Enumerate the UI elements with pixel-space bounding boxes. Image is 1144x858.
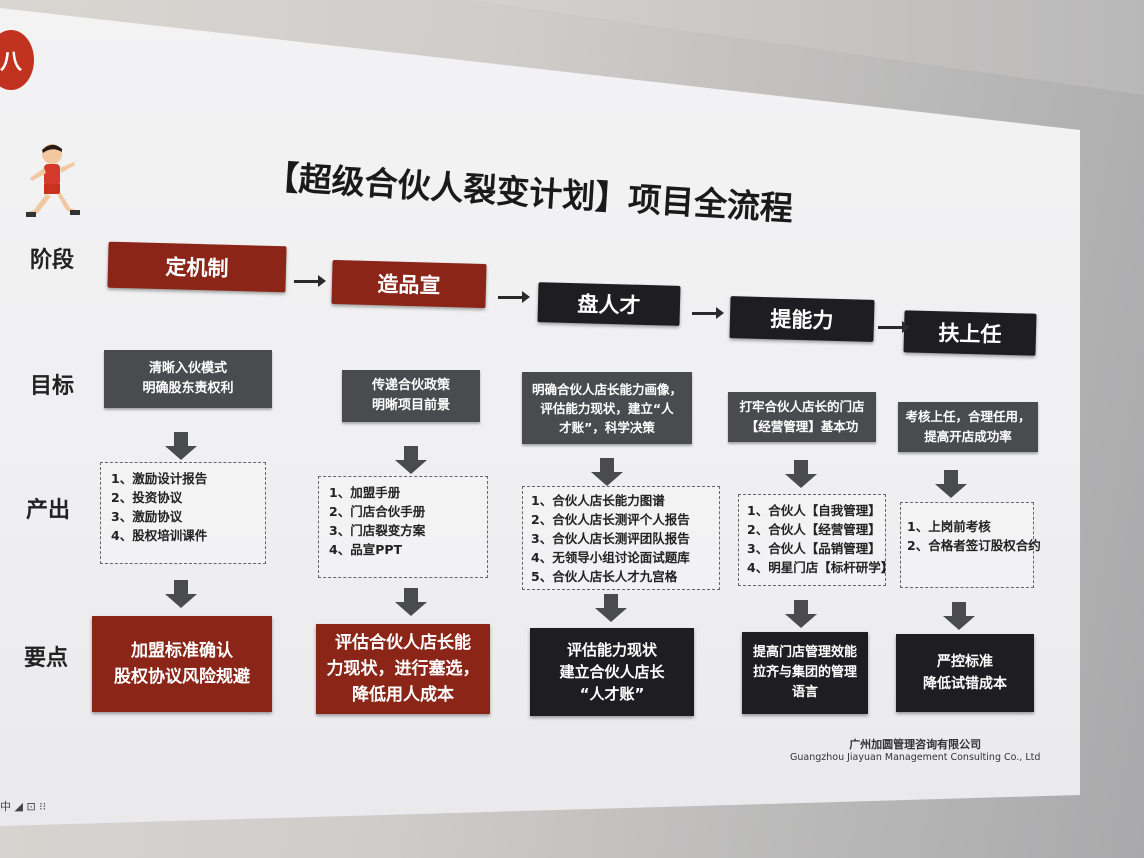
taskbar-icons[interactable]: 中 ◢ ⊡ ⁝⁝ — [0, 800, 47, 813]
row-label-keypoint: 要点 — [24, 646, 69, 671]
goal-1: 清晰入伙模式明确股东责权利 — [104, 350, 272, 408]
goal-3: 明确合伙人店长能力画像，评估能力现状，建立“人才账”，科学决策 — [522, 372, 692, 444]
row-label-stage: 阶段 — [30, 248, 75, 273]
arrow-right-icon — [878, 321, 910, 333]
arrow-down-icon — [395, 446, 427, 474]
stage-3: 盘人才 — [537, 282, 681, 326]
arrow-down-icon — [591, 458, 623, 486]
keypoint-1: 加盟标准确认股权协议风险规避 — [92, 616, 272, 712]
arrow-right-icon — [498, 291, 530, 303]
company-name-en: Guangzhou Jiayuan Management Consulting … — [790, 752, 1041, 763]
arrow-right-icon — [294, 275, 326, 287]
arrow-right-icon — [692, 307, 724, 319]
stage-4: 提能力 — [729, 296, 875, 342]
goal-5: 考核上任，合理任用，提高开店成功率 — [898, 402, 1038, 452]
row-label-goal: 目标 — [30, 374, 75, 399]
arrow-down-icon — [943, 602, 975, 630]
arrow-down-icon — [595, 594, 627, 622]
arrow-down-icon — [165, 580, 197, 608]
keypoint-3: 评估能力现状建立合伙人店长“人才账” — [530, 628, 694, 716]
stage-2: 造品宣 — [331, 259, 487, 309]
goal-2: 传递合伙政策明晰项目前景 — [342, 370, 480, 422]
keypoint-2: 评估合伙人店长能力现状，进行塞选，降低用人成本 — [316, 624, 490, 714]
row-label-output: 产出 — [26, 498, 71, 523]
arrow-down-icon — [935, 470, 967, 498]
stage-5: 扶上任 — [903, 310, 1037, 356]
keypoint-4: 提高门店管理效能拉齐与集团的管理语言 — [742, 632, 868, 714]
company-name-cn: 广州加圆管理咨询有限公司 — [849, 738, 982, 751]
arrow-down-icon — [785, 600, 817, 628]
stage-1: 定机制 — [107, 241, 287, 293]
company-credit: 广州加圆管理咨询有限公司 Guangzhou Jiayuan Managemen… — [790, 736, 1040, 763]
arrow-down-icon — [785, 460, 817, 488]
goal-4: 打牢合伙人店长的门店【经营管理】基本功 — [728, 392, 876, 442]
runner-mascot-icon — [26, 144, 80, 217]
arrow-down-icon — [395, 588, 427, 616]
arrow-down-icon — [165, 432, 197, 460]
keypoint-5: 严控标准降低试错成本 — [896, 634, 1034, 712]
output-box-4: 1、合伙人【自我管理】2、合伙人【经营管理】3、合伙人【品销管理】4、明星门店【… — [738, 494, 893, 586]
